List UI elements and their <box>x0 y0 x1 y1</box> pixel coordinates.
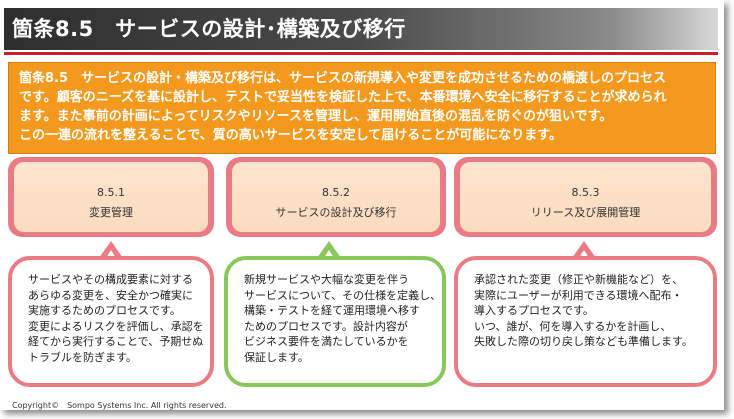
intro-line: です。顧客のニーズを基に設計し、テストで妥当性を検証した上で、本番環境へ安全に移… <box>19 90 667 105</box>
description-text: サービスやその構成要素に対する あらゆる変更を、安全かつ確実に 実施するためのプ… <box>28 272 204 365</box>
section-number: 8.5.2 <box>322 186 350 199</box>
description-line: サービスについて、その仕様を定義し、 <box>244 288 442 302</box>
description-line: あらゆる変更を、安全かつ確実に <box>28 288 193 302</box>
section-header-8-5-2: 8.5.2 サービスの設計及び移行 <box>226 157 446 237</box>
description-line: 実施するためのプロセスです。 <box>28 304 181 317</box>
section-title: リリース及び展開管理 <box>530 206 641 219</box>
description-line: 経てから実行することで、予期せぬ <box>28 335 204 348</box>
intro-text: 箇条8.5 サービスの設計・構築及び移行は、サービスの新規導入や変更を成功させる… <box>19 69 709 145</box>
section-header-8-5-3: 8.5.3 リリース及び展開管理 <box>454 157 717 237</box>
section-number: 8.5.1 <box>97 186 125 199</box>
intro-line: ます。また事前の計画によってリスクやリソースを管理し、運用開始直後の混乱を防ぐの… <box>19 109 613 124</box>
copyright-notice: Copyright© Sompo Systems Inc. All rights… <box>12 401 227 410</box>
section-number: 8.5.3 <box>571 186 600 199</box>
description-line: トラブルを防ぎます。 <box>28 350 137 364</box>
description-line: ビジネス要件を満たしているかを <box>244 335 409 348</box>
description-line: いつ、誰が、何を導入するかを計画し、 <box>474 319 672 333</box>
description-line: 変更によるリスクを評価し、承認を <box>28 319 204 333</box>
description-line: 構築・テストを経て運用環境へ移す <box>244 304 420 317</box>
description-text: 新規サービスや大幅な変更を伴う サービスについて、その仕様を定義し、 構築・テス… <box>244 272 442 365</box>
intro-line: 箇条8.5 サービスの設計・構築及び移行は、サービスの新規導入や変更を成功させる… <box>19 71 667 86</box>
description-callout-8-5-1: サービスやその構成要素に対する あらゆる変更を、安全かつ確実に 実施するためのプ… <box>8 256 214 387</box>
section-header-8-5-1: 8.5.1 変更管理 <box>8 157 214 237</box>
description-line: 失敗した際の切り戻し策なども準備します。 <box>474 335 693 348</box>
description-line: ためのプロセスです。設計内容が <box>244 319 408 333</box>
title-bar: 箇条8.5 サービスの設計･構築及び移行 <box>4 8 718 50</box>
description-line: 実際にユーザーが利用できる環境へ配布・ <box>474 288 683 302</box>
description-line: 承認された変更（修正や新機能など）を、 <box>474 273 683 286</box>
intro-line: この一連の流れを整えることで、質の高いサービスを安定して届けることが可能になりま… <box>19 128 563 143</box>
page-title: 箇条8.5 サービスの設計･構築及び移行 <box>12 17 406 41</box>
section-title: サービスの設計及び移行 <box>275 206 397 219</box>
description-line: 保証します。 <box>244 350 309 364</box>
description-line: 導入するプロセスです。 <box>474 304 594 317</box>
description-line: 新規サービスや大幅な変更を伴う <box>244 273 409 286</box>
description-line: サービスやその構成要素に対する <box>28 273 193 286</box>
title-underline <box>4 52 718 55</box>
description-text: 承認された変更（修正や新機能など）を、 実際にユーザーが利用できる環境へ配布・ … <box>474 272 705 350</box>
description-callout-8-5-2: 新規サービスや大幅な変更を伴う サービスについて、その仕様を定義し、 構築・テス… <box>224 256 446 387</box>
description-callout-8-5-3: 承認された変更（修正や新機能など）を、 実際にユーザーが利用できる環境へ配布・ … <box>454 256 717 387</box>
slide: 箇条8.5 サービスの設計･構築及び移行 箇条8.5 サービスの設計・構築及び移… <box>4 8 718 410</box>
intro-box: 箇条8.5 サービスの設計・構築及び移行は、サービスの新規導入や変更を成功させる… <box>8 62 716 154</box>
section-title: 変更管理 <box>89 206 133 219</box>
